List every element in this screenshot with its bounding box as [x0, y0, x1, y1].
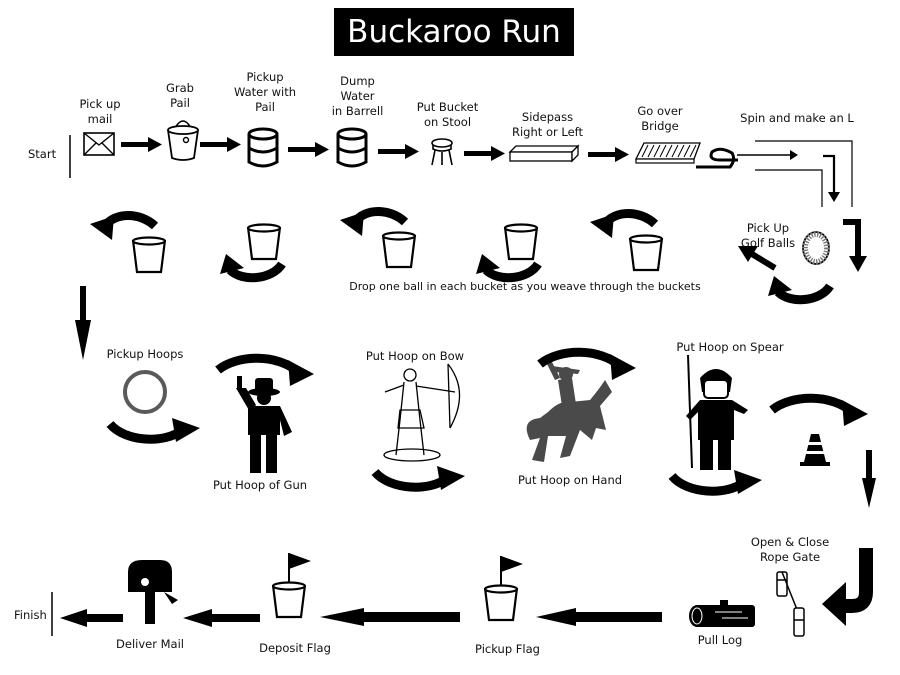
arrow-up-left [738, 246, 777, 271]
flow-arrows-row1 [121, 137, 629, 162]
l-chute-icon [737, 140, 853, 207]
arrow-down-left [75, 286, 91, 360]
hook-arrow-icon [822, 548, 873, 626]
label-hoop-bow: Put Hoop on Bow [365, 349, 465, 363]
label-hoop-gun: Put Hoop of Gun [212, 478, 308, 492]
flag-bucket-icon-deposit [273, 553, 311, 617]
bucket-icon-5 [628, 234, 664, 272]
bucket-icon-2 [246, 223, 282, 261]
spin-loop-icon [696, 147, 738, 169]
label-pick-up-mail: Pick up mail [79, 97, 121, 126]
label-deliver-mail: Deliver Mail [116, 637, 184, 651]
curve-arrow-bow [375, 466, 465, 490]
page-title: Buckaroo Run [334, 8, 574, 56]
stool-icon [431, 138, 453, 166]
label-hoop-hand: Put Hoop on Hand [517, 473, 623, 487]
bucket-icon-1 [131, 236, 167, 274]
golf-ball-icon [802, 231, 830, 265]
flag-bucket-icon-pickup [485, 556, 523, 620]
label-grab-pail: Grab Pail [166, 81, 194, 110]
curve-arrow-1 [90, 216, 155, 241]
plank-icon [508, 144, 580, 163]
label-hoop-spear: Put Hoop on Spear [676, 340, 784, 354]
barrel-icon-2 [336, 127, 368, 168]
curve-arrow-cone [772, 398, 868, 426]
hoop-icon [123, 370, 167, 414]
curve-arrow-spear [672, 470, 762, 494]
label-pickup-hoops: Pickup Hoops [106, 347, 184, 361]
log-icon [689, 600, 755, 627]
turn-arrow-down [843, 219, 867, 272]
barrel-icon-1 [247, 127, 279, 168]
rope-gate-icon [776, 571, 805, 637]
label-deposit-flag: Deposit Flag [259, 641, 331, 655]
label-weave-buckets: Drop one ball in each bucket as you weav… [349, 280, 701, 293]
chief-icon [686, 354, 748, 470]
flow-arrows-row4 [60, 608, 662, 627]
label-spin-l: Spin and make an L [740, 111, 854, 125]
label-pickup-flag: Pickup Flag [475, 642, 540, 656]
bridge-icon [634, 142, 701, 164]
horse-rider-icon [526, 358, 612, 462]
label-pickup-water: Pickup Water with Pail [233, 70, 297, 114]
mailbox-icon [128, 560, 178, 624]
envelope-icon [83, 132, 115, 156]
curve-arrow-hoops [110, 418, 200, 442]
label-bucket-on-stool: Put Bucket on Stool [416, 100, 479, 129]
archer-icon [383, 363, 461, 462]
cowboy-icon [236, 376, 292, 473]
curve-arrow-golf [768, 276, 830, 300]
finish-label: Finish [14, 608, 47, 622]
bucket-icon-3 [381, 231, 417, 269]
start-label: Start [28, 147, 57, 161]
bucket-icon-4 [503, 223, 539, 261]
label-rope-gate: Open & Close Rope Gate [750, 535, 830, 564]
label-pull-log: Pull Log [697, 633, 743, 647]
label-bridge: Go over Bridge [637, 104, 683, 133]
label-sidepass: Sidepass Right or Left [512, 110, 583, 139]
cone-icon [800, 434, 830, 466]
arrow-down-right [862, 450, 876, 508]
label-dump-water: Dump Water in Barrell [331, 74, 384, 118]
pail-icon [167, 120, 199, 161]
curve-arrow-5 [590, 214, 655, 239]
